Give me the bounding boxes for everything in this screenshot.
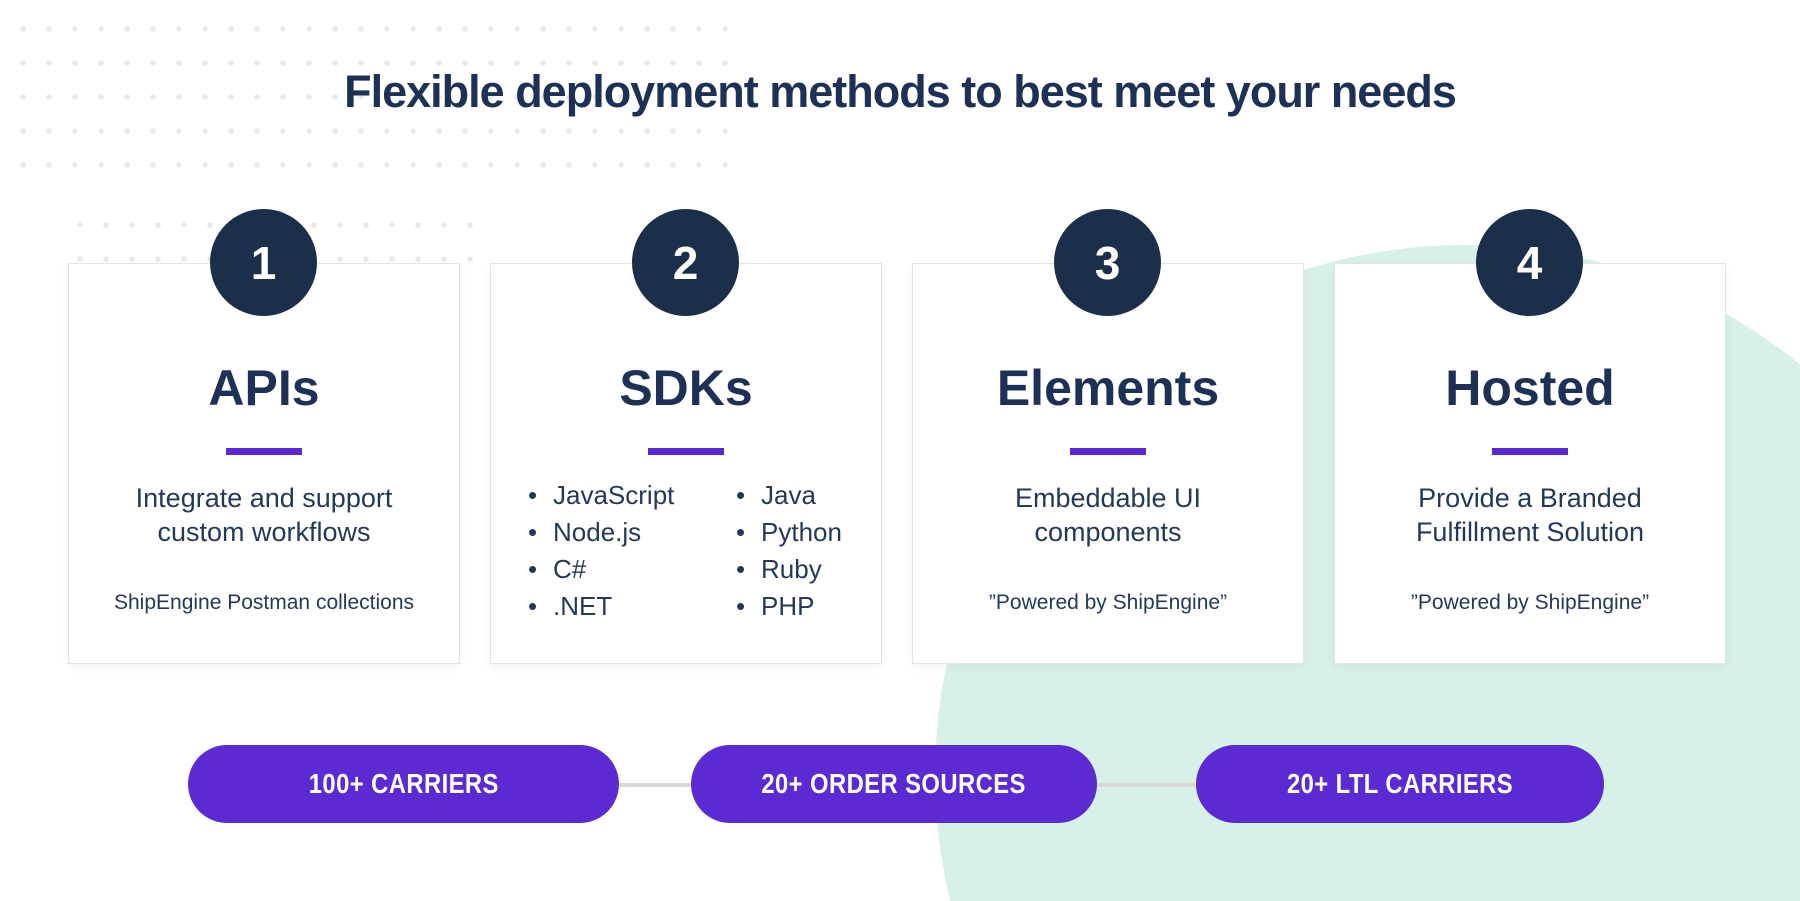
list-item: Python — [736, 514, 842, 551]
list-item: Node.js — [528, 514, 674, 551]
card-title-hosted: Hosted — [1445, 360, 1615, 416]
list-item: JavaScript — [528, 477, 674, 514]
pill-label: 100+ CARRIERS — [308, 768, 499, 799]
pill-ltl-carriers: 20+ LTL CARRIERS — [1196, 745, 1604, 823]
list-item: Ruby — [736, 551, 842, 588]
dot-pattern-top-left — [0, 0, 748, 196]
list-item: Java — [736, 477, 842, 514]
purple-divider — [226, 448, 302, 455]
list-item: C# — [528, 551, 674, 588]
card-hosted: Hosted Provide a Branded Fulfillment Sol… — [1334, 263, 1726, 664]
card-elements: Elements Embeddable UI components ”Power… — [912, 263, 1304, 664]
page-title: Flexible deployment methods to best meet… — [344, 66, 1457, 117]
pill-carriers: 100+ CARRIERS — [188, 745, 619, 823]
card-sdks: SDKs JavaScript Node.js C# .NET Java Pyt… — [490, 263, 882, 664]
sdk-list-left: JavaScript Node.js C# .NET — [528, 477, 674, 625]
card-apis: APIs Integrate and support custom workfl… — [68, 263, 460, 664]
pill-label: 20+ ORDER SOURCES — [761, 768, 1027, 799]
card-note: ”Powered by ShipEngine” — [1410, 591, 1650, 614]
step-badge-2: 2 — [632, 209, 739, 316]
purple-divider — [648, 448, 724, 455]
list-item: PHP — [736, 588, 842, 625]
pill-label: 20+ LTL CARRIERS — [1286, 768, 1514, 799]
connector-line — [619, 783, 691, 787]
sdk-list-right: Java Python Ruby PHP — [736, 477, 842, 625]
card-title-apis: APIs — [208, 360, 320, 416]
card-note: ”Powered by ShipEngine” — [988, 591, 1228, 614]
purple-divider — [1070, 448, 1146, 455]
connector-line — [1097, 783, 1196, 787]
card-description: Provide a Branded Fulfillment Solution — [1415, 483, 1645, 547]
step-badge-4: 4 — [1476, 209, 1583, 316]
step-badge-3: 3 — [1054, 209, 1161, 316]
list-item: .NET — [528, 588, 674, 625]
card-title-sdks: SDKs — [619, 360, 753, 416]
card-description: Integrate and support custom workflows — [135, 483, 393, 547]
card-description: Embeddable UI components — [1014, 483, 1202, 547]
step-badge-1: 1 — [210, 209, 317, 316]
card-title-elements: Elements — [996, 360, 1220, 416]
purple-divider — [1492, 448, 1568, 455]
pill-order-sources: 20+ ORDER SOURCES — [691, 745, 1097, 823]
card-note: ShipEngine Postman collections — [113, 591, 414, 614]
